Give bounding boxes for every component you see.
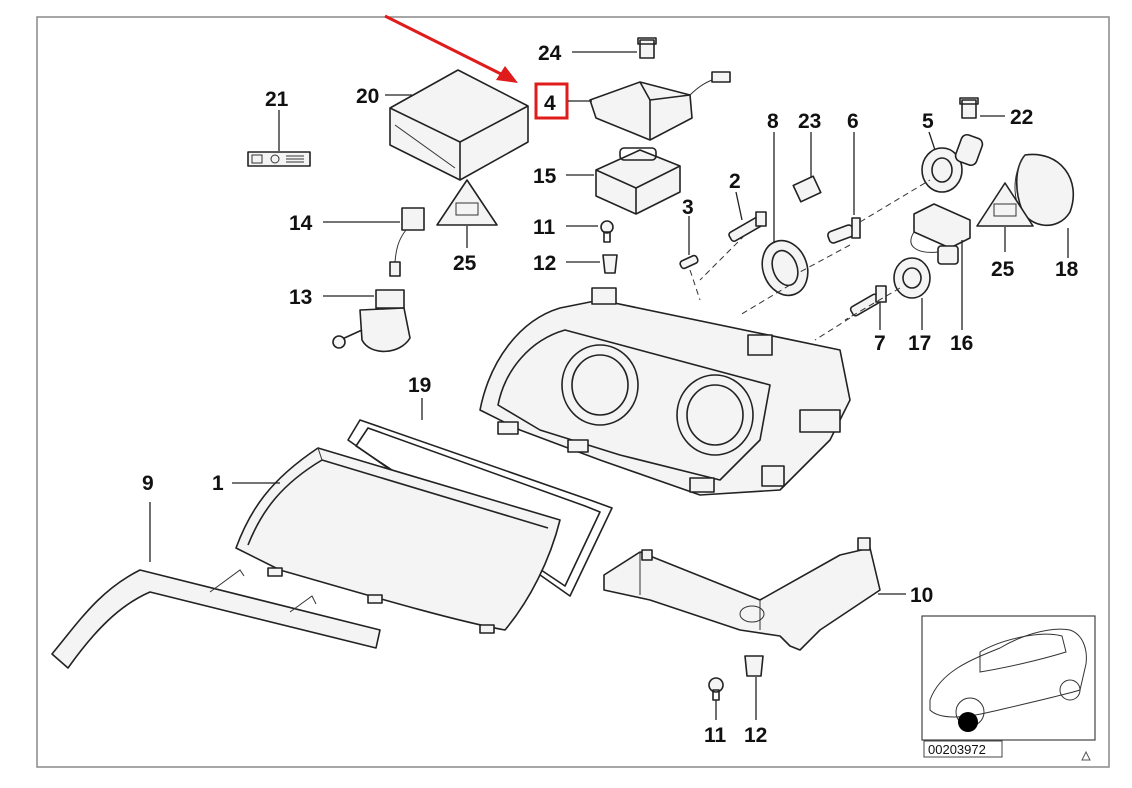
part-21-shape bbox=[247, 151, 311, 167]
part-2-shape bbox=[728, 211, 767, 243]
part-25-left-shape bbox=[436, 179, 498, 226]
part-12-top-shape bbox=[602, 254, 618, 274]
part-17-shape bbox=[893, 257, 931, 299]
highlight-box bbox=[534, 82, 569, 120]
part-10-shape bbox=[603, 537, 881, 651]
part-7-shape bbox=[849, 285, 887, 317]
label-8: 8 bbox=[767, 110, 779, 133]
label-7: 7 bbox=[874, 332, 886, 355]
label-15: 15 bbox=[533, 165, 557, 188]
label-25-left: 25 bbox=[453, 252, 477, 275]
label-12-top: 12 bbox=[533, 252, 556, 275]
label-5: 5 bbox=[922, 110, 934, 133]
diagram-frame bbox=[36, 16, 1110, 768]
part-9-shape bbox=[51, 569, 381, 669]
label-21: 21 bbox=[265, 88, 289, 111]
part-1-shape bbox=[235, 447, 561, 634]
label-19: 19 bbox=[408, 374, 431, 397]
label-18: 18 bbox=[1055, 258, 1079, 281]
label-4: 4 bbox=[544, 92, 556, 115]
part-5-shape bbox=[921, 133, 984, 193]
label-12-bottom: 12 bbox=[744, 724, 767, 747]
label-25-right: 25 bbox=[991, 258, 1015, 281]
label-20: 20 bbox=[356, 85, 379, 108]
label-1: 1 bbox=[212, 472, 224, 495]
part-23-shape bbox=[792, 175, 822, 203]
part-16-shape bbox=[910, 203, 971, 265]
label-23: 23 bbox=[798, 110, 821, 133]
car-location-inset: 00203972 bbox=[921, 615, 1096, 761]
label-14: 14 bbox=[289, 212, 313, 235]
part-19-shape bbox=[347, 419, 613, 597]
part-3-shape bbox=[679, 254, 699, 270]
headlight-housing bbox=[479, 287, 851, 496]
part-25-right-shape bbox=[976, 182, 1034, 227]
leader-5 bbox=[928, 131, 936, 151]
part-20-shape bbox=[389, 69, 529, 181]
label-6: 6 bbox=[847, 110, 859, 133]
red-arrow bbox=[384, 14, 518, 83]
part-22-shape bbox=[959, 97, 979, 119]
part-11-bottom-shape bbox=[708, 677, 724, 701]
drawing-code: 00203972 bbox=[928, 742, 986, 757]
highlight-dot bbox=[958, 712, 978, 732]
label-3: 3 bbox=[682, 196, 694, 219]
part-6-shape bbox=[827, 217, 861, 244]
label-11-top: 11 bbox=[533, 216, 556, 239]
label-9: 9 bbox=[142, 472, 154, 495]
part-4-shape bbox=[589, 71, 731, 141]
label-10: 10 bbox=[910, 584, 933, 607]
label-13: 13 bbox=[289, 286, 312, 309]
label-2: 2 bbox=[729, 170, 741, 193]
part-14-shape bbox=[389, 207, 425, 277]
part-8-shape bbox=[761, 239, 809, 297]
part-11-top-shape bbox=[600, 220, 614, 243]
assembly-lines bbox=[689, 179, 931, 341]
part-24-shape bbox=[637, 37, 657, 59]
label-24: 24 bbox=[538, 42, 562, 65]
label-16: 16 bbox=[950, 332, 973, 355]
part-15-shape bbox=[595, 147, 681, 215]
leader-2 bbox=[735, 191, 743, 221]
label-22: 22 bbox=[1010, 106, 1033, 129]
part-13-shape bbox=[332, 289, 411, 353]
part-12-bottom-shape bbox=[744, 655, 764, 677]
part-labels: 24 20 21 4 22 8 23 6 5 15 2 3 14 11 12 2… bbox=[142, 42, 1079, 747]
label-11-bottom: 11 bbox=[704, 724, 727, 747]
label-17: 17 bbox=[908, 332, 931, 355]
